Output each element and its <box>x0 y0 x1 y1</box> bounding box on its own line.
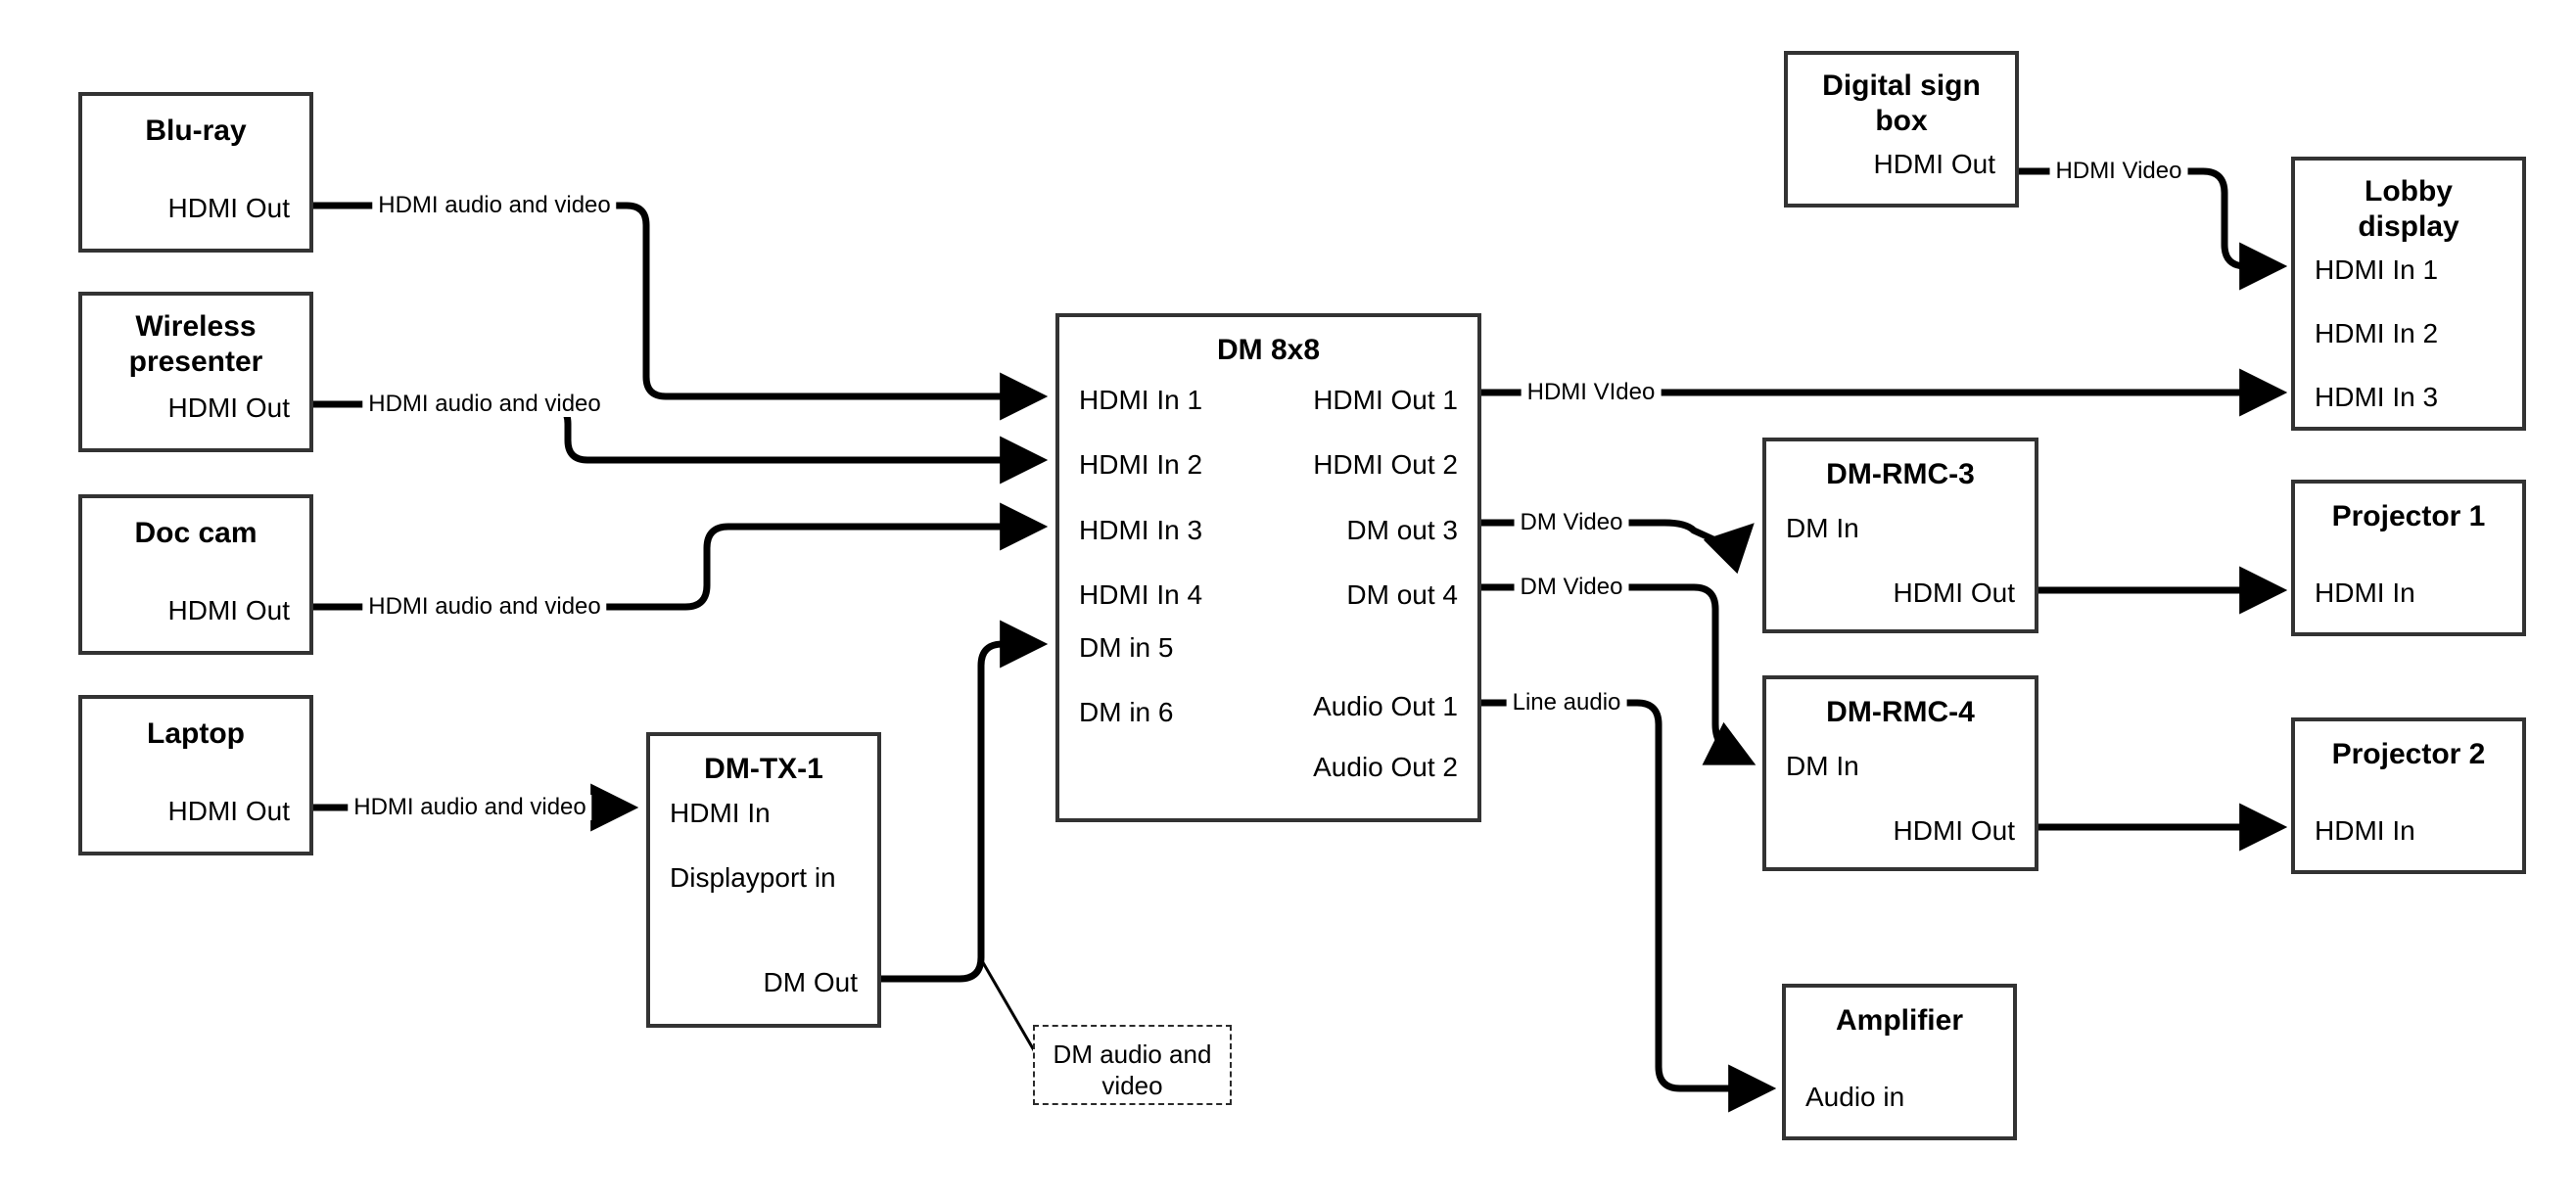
node-lobby-display[interactable]: Lobby display HDMI In 1 HDMI In 2 HDMI I… <box>2291 157 2526 431</box>
node-blu-ray[interactable]: Blu-ray HDMI Out <box>78 92 313 253</box>
wire-label-dm8x8-dmout4-to-rmc4: DM Video <box>1514 575 1629 600</box>
node-amplifier[interactable]: Amplifier Audio in <box>1782 984 2017 1140</box>
node-dm-rmc-4[interactable]: DM-RMC-4 DM In HDMI Out <box>1762 675 2038 871</box>
node-dm-tx-1[interactable]: DM-TX-1 HDMI In Displayport in DM Out <box>646 732 881 1028</box>
node-dm-8x8-port-hdmi-in-4: HDMI In 4 <box>1079 579 1203 610</box>
wire-label-doccam-to-dm8x8: HDMI audio and video <box>362 594 607 620</box>
node-projector-1[interactable]: Projector 1 HDMI In <box>2291 480 2526 636</box>
node-dm-8x8-port-dm-out-3: DM out 3 <box>1346 515 1458 545</box>
wire-digitalsign-to-lobby <box>2019 167 2288 291</box>
wire-bluray-to-dm8x8 <box>313 202 1049 421</box>
node-dm-8x8-port-hdmi-out-1: HDMI Out 1 <box>1313 385 1458 415</box>
node-dm-rmc-3[interactable]: DM-RMC-3 DM In HDMI Out <box>1762 438 2038 633</box>
node-dm-rmc-3-port-hdmi-out: HDMI Out <box>1893 577 2015 608</box>
wire-dm8x8-dmout4-to-rmc4 <box>1481 583 1756 765</box>
callout-dm-audio-and-video-text: DM audio and video <box>1053 1039 1212 1100</box>
wire-label-digitalsign-to-lobby: HDMI Video <box>2049 159 2188 184</box>
node-dm-8x8-title: DM 8x8 <box>1216 334 1321 366</box>
node-dm-tx-1-port-dm-out: DM Out <box>763 967 858 997</box>
leader-line-dm-audio-video-callout <box>979 958 1040 1058</box>
node-projector-2[interactable]: Projector 2 HDMI In <box>2291 717 2526 874</box>
node-blu-ray-title: Blu-ray <box>145 115 247 147</box>
wire-label-bluray-to-dm8x8: HDMI audio and video <box>372 193 617 218</box>
wire-label-wireless-to-dm8x8: HDMI audio and video <box>362 392 607 417</box>
node-lobby-display-port-hdmi-in-3: HDMI In 3 <box>2315 382 2439 412</box>
node-doc-cam-port-hdmi-out: HDMI Out <box>167 595 290 625</box>
node-laptop-title: Laptop <box>147 717 245 750</box>
node-dm-8x8-port-hdmi-in-3: HDMI In 3 <box>1079 515 1203 545</box>
node-projector-2-title: Projector 2 <box>2331 738 2486 770</box>
node-dm-rmc-3-port-dm-in: DM In <box>1786 513 1859 543</box>
node-doc-cam[interactable]: Doc cam HDMI Out <box>78 494 313 655</box>
wire-label-dm8x8-audioout1-to-amplifier: Line audio <box>1506 690 1627 716</box>
node-projector-2-port-hdmi-in: HDMI In <box>2315 815 2415 846</box>
node-dm-8x8-port-dm-in-5: DM in 5 <box>1079 632 1174 663</box>
node-digital-sign-box-port-hdmi-out: HDMI Out <box>1873 149 1995 179</box>
node-dm-8x8-port-dm-in-6: DM in 6 <box>1079 697 1174 727</box>
node-wireless-presenter[interactable]: Wireless presenter HDMI Out <box>78 292 313 452</box>
node-dm-tx-1-port-hdmi-in: HDMI In <box>670 798 771 828</box>
node-wireless-presenter-port-hdmi-out: HDMI Out <box>167 393 290 423</box>
node-dm-8x8-port-audio-out-1: Audio Out 1 <box>1313 691 1458 721</box>
node-digital-sign-box[interactable]: Digital sign box HDMI Out <box>1784 51 2019 208</box>
wire-label-laptop-to-dmtx1: HDMI audio and video <box>348 795 592 820</box>
node-lobby-display-port-hdmi-in-1: HDMI In 1 <box>2315 254 2439 285</box>
node-digital-sign-box-title: Digital sign box <box>1822 69 1981 137</box>
node-doc-cam-title: Doc cam <box>134 517 258 549</box>
node-dm-8x8-port-hdmi-in-1: HDMI In 1 <box>1079 385 1203 415</box>
node-laptop[interactable]: Laptop HDMI Out <box>78 695 313 855</box>
node-dm-tx-1-port-displayport-in: Displayport in <box>670 862 836 893</box>
node-dm-rmc-3-title: DM-RMC-3 <box>1826 458 1975 490</box>
callout-dm-audio-and-video: DM audio and video <box>1033 1025 1232 1105</box>
node-amplifier-port-audio-in: Audio in <box>1805 1082 1905 1112</box>
node-dm-rmc-4-title: DM-RMC-4 <box>1826 696 1975 728</box>
node-dm-8x8-port-hdmi-in-2: HDMI In 2 <box>1079 449 1203 480</box>
node-lobby-display-port-hdmi-in-2: HDMI In 2 <box>2315 318 2439 348</box>
node-dm-tx-1-title: DM-TX-1 <box>704 753 823 785</box>
node-dm-8x8-port-dm-out-4: DM out 4 <box>1346 579 1458 610</box>
wire-label-dm8x8-hdmiout1-to-lobby: HDMI VIdeo <box>1521 380 1662 405</box>
node-dm-8x8-port-audio-out-2: Audio Out 2 <box>1313 752 1458 782</box>
node-laptop-port-hdmi-out: HDMI Out <box>167 796 290 826</box>
node-dm-8x8-port-hdmi-out-2: HDMI Out 2 <box>1313 449 1458 480</box>
node-amplifier-title: Amplifier <box>1835 1004 1964 1037</box>
node-blu-ray-port-hdmi-out: HDMI Out <box>167 193 290 223</box>
node-dm-8x8[interactable]: DM 8x8 HDMI In 1 HDMI In 2 HDMI In 3 HDM… <box>1055 313 1481 822</box>
wire-dm8x8-audioout1-to-amplifier <box>1481 699 1777 1113</box>
wire-label-dm8x8-dmout3-to-rmc3: DM Video <box>1514 510 1629 535</box>
node-dm-rmc-4-port-hdmi-out: HDMI Out <box>1893 815 2015 846</box>
node-wireless-presenter-title: Wireless presenter <box>128 310 263 378</box>
node-lobby-display-title: Lobby display <box>2358 175 2459 243</box>
wire-dmtx1-to-dm8x8 <box>881 620 1049 983</box>
node-projector-1-port-hdmi-in: HDMI In <box>2315 577 2415 608</box>
node-projector-1-title: Projector 1 <box>2331 500 2486 532</box>
node-dm-rmc-4-port-dm-in: DM In <box>1786 751 1859 781</box>
